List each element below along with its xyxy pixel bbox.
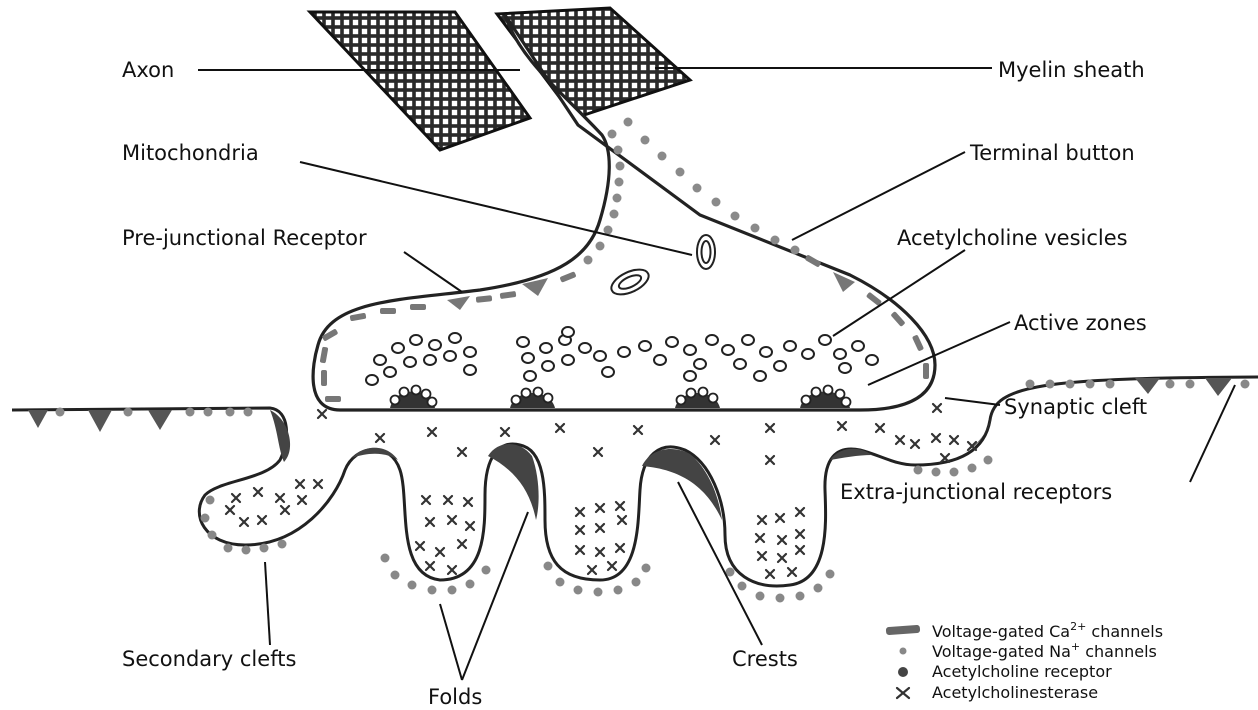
- acetylcholinesterase-mark: [756, 534, 764, 542]
- acetylcholinesterase-mark: [232, 494, 240, 502]
- acetylcholinesterase-mark: [556, 424, 564, 432]
- acetylcholinesterase-mark: [950, 436, 958, 444]
- label-secondary-clefts: Secondary clefts: [122, 647, 296, 671]
- legend-na-channel-icon: [900, 648, 907, 655]
- acetylcholinesterase-mark: [896, 436, 904, 444]
- acetylcholinesterase-mark: [464, 498, 472, 506]
- acetylcholinesterase-mark: [616, 502, 624, 510]
- acetylcholinesterase-mark: [458, 448, 466, 456]
- acetylcholinesterase-mark: [448, 516, 456, 524]
- acetylcholinesterase-mark: [426, 518, 434, 526]
- acetylcholinesterase-mark: [758, 552, 766, 560]
- acetylcholinesterase-mark: [436, 548, 444, 556]
- label-acetylcholine-vesicles: Acetylcholine vesicles: [897, 226, 1128, 250]
- label-folds: Folds: [428, 685, 482, 709]
- acetylcholinesterase-mark: [588, 566, 596, 574]
- acetylcholinesterase-mark: [796, 530, 804, 538]
- acetylcholinesterase-mark: [778, 536, 786, 544]
- acetylcholinesterase-mark: [296, 480, 304, 488]
- legend-ca-channel-icon: [886, 625, 920, 635]
- acetylcholinesterase-mark: [596, 548, 604, 556]
- acetylcholinesterase-mark: [788, 568, 796, 576]
- acetylcholinesterase-mark: [766, 570, 774, 578]
- acetylcholinesterase-mark: [778, 554, 786, 562]
- label-synaptic-cleft: Synaptic cleft: [1004, 395, 1147, 419]
- acetylcholinesterase-mark: [758, 516, 766, 524]
- acetylcholinesterase-mark: [576, 526, 584, 534]
- acetylcholinesterase-mark: [766, 456, 774, 464]
- acetylcholinesterase-mark: [501, 428, 509, 436]
- acetylcholinesterase-mark: [314, 480, 322, 488]
- acetylcholinesterase-mark: [932, 434, 940, 442]
- acetylcholinesterase-mark: [596, 524, 604, 532]
- acetylcholinesterase-mark: [876, 424, 884, 432]
- label-crests: Crests: [732, 647, 798, 671]
- acetylcholinesterase-mark: [911, 440, 919, 448]
- myelin-block-left: [310, 12, 530, 150]
- acetylcholinesterase-mark: [776, 514, 784, 522]
- acetylcholinesterase-mark: [616, 544, 624, 552]
- acetylcholinesterase-mark: [576, 546, 584, 554]
- label-prejunctional-receptor: Pre-junctional Receptor: [122, 226, 367, 250]
- acetylcholinesterase-mark: [594, 448, 602, 456]
- label-axon: Axon: [122, 58, 174, 82]
- acetylcholinesterase-mark: [576, 508, 584, 516]
- acetylcholinesterase-mark: [766, 424, 774, 432]
- acetylcholinesterase-mark: [634, 426, 642, 434]
- label-myelin-sheath: Myelin sheath: [998, 58, 1145, 82]
- acetylcholinesterase-mark: [466, 522, 474, 530]
- acetylcholinesterase-mark: [608, 562, 616, 570]
- acetylcholinesterase-mark: [428, 428, 436, 436]
- acetylcholinesterase-mark: [444, 496, 452, 504]
- acetylcholinesterase-mark: [226, 506, 234, 514]
- acetylcholinesterase-mark: [416, 542, 424, 550]
- acetylcholinesterase-mark: [448, 566, 456, 574]
- acetylcholinesterase-mark: [933, 404, 941, 412]
- legend-ache-icon: [897, 688, 909, 698]
- label-terminal-button: Terminal button: [969, 141, 1135, 165]
- myelin-block-right: [497, 8, 690, 118]
- acetylcholinesterase-mark: [376, 434, 384, 442]
- acetylcholinesterase-mark: [276, 494, 284, 502]
- acetylcholinesterase-mark: [422, 496, 430, 504]
- acetylcholinesterase-mark: [298, 496, 306, 504]
- acetylcholinesterase-mark: [258, 516, 266, 524]
- label-extra-junctional-receptors: Extra-junctional receptors: [840, 480, 1112, 504]
- acetylcholinesterase-mark: [596, 504, 604, 512]
- acetylcholinesterase-mark: [240, 518, 248, 526]
- acetylcholinesterase-mark: [796, 508, 804, 516]
- label-mitochondria: Mitochondria: [122, 141, 259, 165]
- legend-na-channels: Voltage-gated Na+ channels: [932, 640, 1157, 661]
- acetylcholinesterase-mark: [838, 422, 846, 430]
- acetylcholinesterase-mark: [426, 562, 434, 570]
- acetylcholinesterase-mark: [281, 506, 289, 514]
- acetylcholinesterase-mark: [711, 436, 719, 444]
- legend-ach-receptor-icon: [898, 667, 908, 677]
- acetylcholinesterase-mark: [458, 540, 466, 548]
- acetylcholinesterase-mark: [318, 410, 326, 418]
- legend-acetylcholinesterase: Acetylcholinesterase: [932, 683, 1098, 702]
- legend: Voltage-gated Ca2+ channels Voltage-gate…: [886, 620, 1163, 702]
- acetylcholinesterase-mark: [254, 488, 262, 496]
- label-active-zones: Active zones: [1014, 311, 1147, 335]
- acetylcholinesterase-mark: [796, 546, 804, 554]
- legend-ach-receptor: Acetylcholine receptor: [932, 662, 1112, 681]
- acetylcholinesterase-mark: [618, 516, 626, 524]
- legend-ca-channels: Voltage-gated Ca2+ channels: [932, 620, 1163, 641]
